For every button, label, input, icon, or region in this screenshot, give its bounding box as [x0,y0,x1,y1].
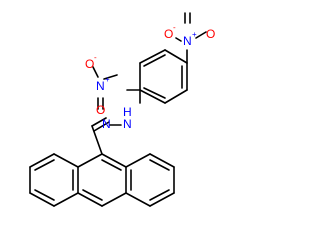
anthracene-bond [77,192,103,207]
charge-label-minus: - [173,23,176,32]
charge-label-plus: + [192,30,197,39]
nitro-top-bond [175,37,182,42]
atom-label-oxygen: O [96,103,106,117]
atom-label-oxygen: O [206,27,216,41]
anthracene-bond [29,192,55,207]
nitro-top-bond [195,31,207,39]
atom-label-nitrogen: N [96,79,105,93]
ring-bond [139,89,166,104]
anthracene-double-bond [34,189,55,201]
anthracene-bond [101,153,127,168]
anthracene-double-bond [149,159,170,171]
molecule-structure [29,12,207,207]
anthracene-bond [53,153,79,168]
methine-bond [91,125,103,155]
atom-label-oxygen: O [164,27,174,41]
atom-label-nitrogen: N [123,117,132,131]
anthracene-bond [53,192,79,207]
nitro-left-bond [92,66,99,78]
ring-double-bond [143,54,166,67]
anthracene-bond [149,153,175,168]
anthracene-double-bond [149,189,170,201]
ring-bond [139,49,166,64]
anthracene-double-bond [82,189,103,201]
anthracene-double-bond [101,159,122,171]
imine-double-bond [93,121,110,132]
anthracene-bond [125,153,151,168]
atom-label-nitrogen: N [183,34,192,48]
atom-label-oxygen: O [85,57,95,71]
nitro-left-bond [103,74,118,80]
anthracene-double-bond [34,159,55,171]
atom-label-hydrogen: H [123,105,132,119]
structure-canvas: N + O - O N + O - O N N H [29,12,216,207]
charge-label-plus: + [105,75,110,84]
anthracene-bond [125,192,151,207]
charge-label-minus: - [94,53,97,62]
ring-double-bond [143,87,166,99]
atom-label-nitrogen: N [102,117,111,131]
anthracene-bond [77,153,103,168]
ring-bond [164,89,188,104]
imine-double-bond [91,117,107,127]
anthracene-bond [149,192,175,207]
ring-bond [164,49,188,64]
anthracene-bond [29,153,55,168]
anthracene-bond [101,192,127,207]
